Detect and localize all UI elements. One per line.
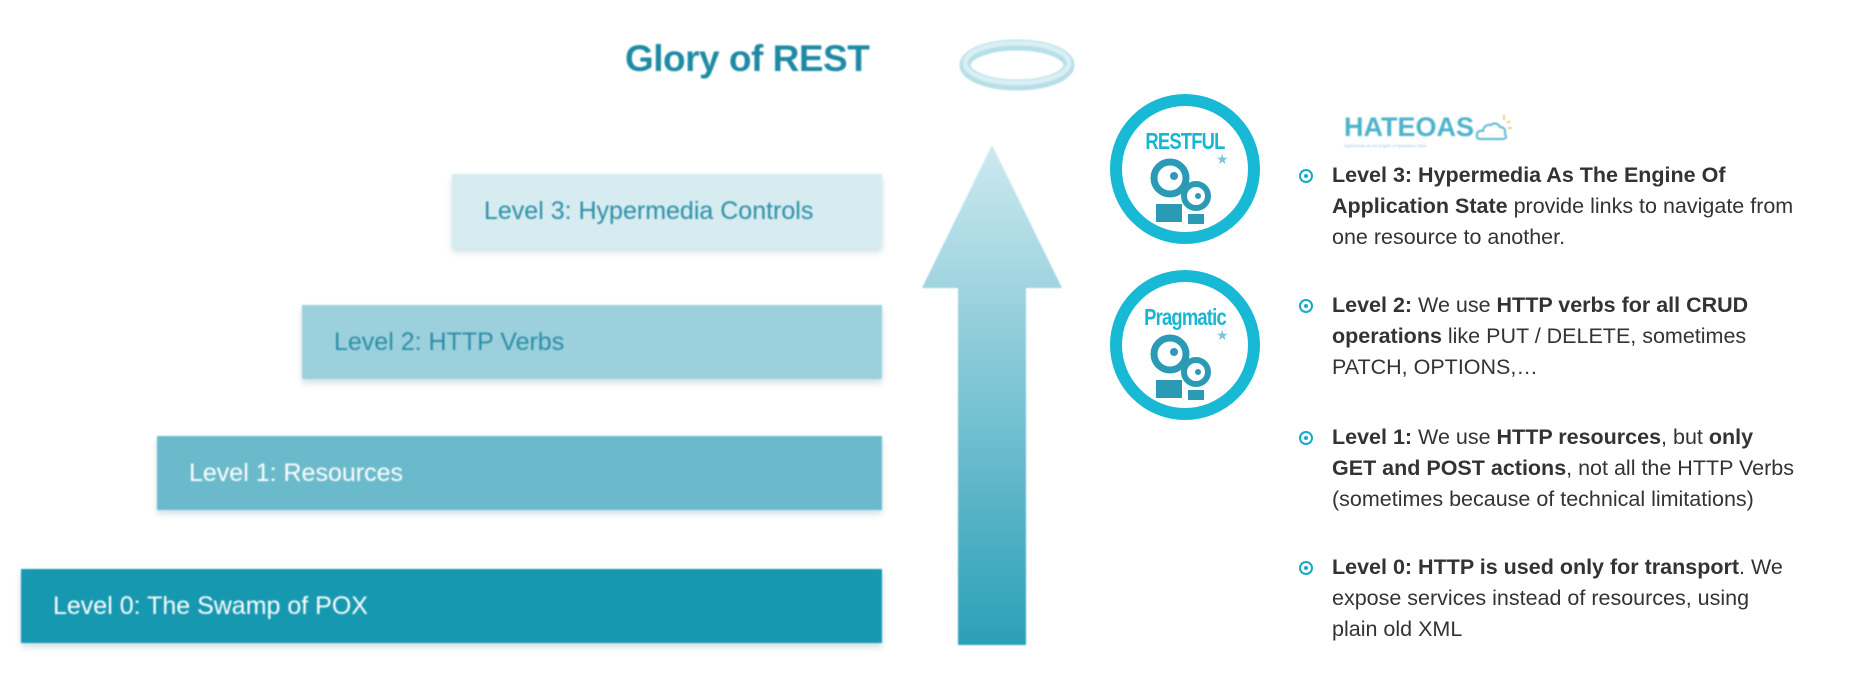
bold-text: Level 1:: [1332, 425, 1413, 449]
text: (sometimes because of technical limitati…: [1332, 487, 1754, 511]
up-arrow-icon: [922, 145, 1062, 645]
text: We use: [1412, 293, 1497, 317]
bullet-level-1: Level 1: We use HTTP resources, but only…: [1299, 422, 1794, 515]
bold-text: Level 3: Hypermedia As The Engine Of: [1332, 163, 1726, 187]
bullet-icon: [1299, 169, 1313, 183]
text: . We: [1739, 555, 1783, 579]
pragmatic-label: Pragmatic: [1144, 304, 1227, 330]
text: PATCH, OPTIONS,…: [1332, 355, 1538, 379]
bullet-level-0: Level 0: HTTP is used only for transport…: [1299, 552, 1783, 645]
text: , but: [1661, 425, 1709, 449]
level-0-step: Level 0: The Swamp of POX: [21, 569, 882, 643]
text: expose services instead of resources, us…: [1332, 586, 1750, 610]
text: plain old XML: [1332, 617, 1463, 641]
hateoas-tagline: Hypermedia as the Engine of Application …: [1344, 143, 1427, 148]
owls-icon: ★: [1150, 152, 1229, 224]
text: like PUT / DELETE, sometimes: [1441, 324, 1747, 348]
level-1-label: Level 1: Resources: [189, 458, 404, 487]
text: We use: [1412, 425, 1497, 449]
svg-text:★: ★: [1216, 328, 1229, 343]
bold-text: HTTP verbs for all CRUD: [1496, 293, 1749, 317]
svg-text:★: ★: [1216, 152, 1229, 167]
halo-icon: [959, 39, 1075, 91]
cloud-sun-icon: [1475, 115, 1513, 140]
bold-text: Level 2:: [1332, 293, 1413, 317]
restful-badge: RESTFUL ★: [1110, 94, 1260, 244]
level-0-label: Level 0: The Swamp of POX: [53, 591, 368, 620]
level-3-step: Level 3: Hypermedia Controls: [452, 174, 882, 248]
bullet-icon: [1299, 299, 1313, 313]
bold-text: GET and POST actions: [1332, 456, 1567, 480]
restful-label: RESTFUL: [1145, 128, 1225, 154]
bold-text: operations: [1332, 324, 1442, 348]
pragmatic-badge: Pragmatic ★: [1110, 270, 1260, 420]
bold-text: Application State: [1332, 194, 1508, 218]
bold-text: only: [1708, 425, 1754, 449]
levels-description-list: Level 3: Hypermedia As The Engine Of App…: [1299, 160, 1856, 641]
glory-of-rest-title: Glory of REST: [625, 38, 870, 79]
text: provide links to navigate from: [1507, 194, 1794, 218]
hateoas-logo-text: HATEOAS: [1344, 112, 1475, 142]
bullet-icon: [1299, 431, 1313, 445]
level-2-label: Level 2: HTTP Verbs: [334, 327, 565, 356]
text: , not all the HTTP Verbs: [1566, 456, 1795, 480]
level-3-label: Level 3: Hypermedia Controls: [484, 196, 814, 225]
bullet-level-3: Level 3: Hypermedia As The Engine Of App…: [1299, 160, 1856, 253]
bold-text: Level 0: HTTP is used only for transport: [1332, 555, 1739, 579]
text: one resource to another.: [1332, 225, 1566, 249]
bold-text: HTTP resources: [1496, 425, 1662, 449]
owls-icon: ★: [1150, 328, 1229, 400]
bullet-icon: [1299, 561, 1313, 575]
bullet-level-2: Level 2: We use HTTP verbs for all CRUD …: [1299, 290, 1748, 383]
level-2-step: Level 2: HTTP Verbs: [302, 305, 882, 379]
level-1-step: Level 1: Resources: [157, 436, 882, 510]
